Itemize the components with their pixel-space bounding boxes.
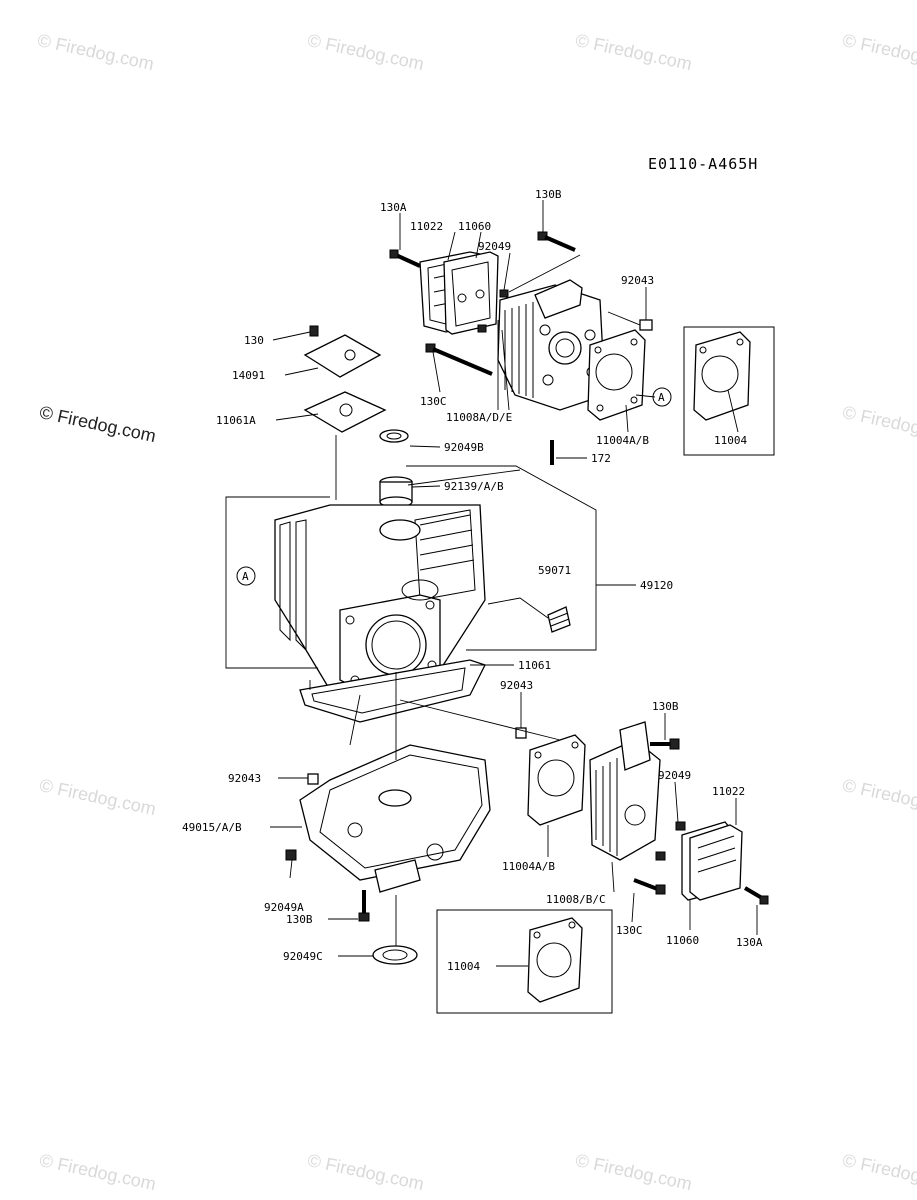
label-11061a: 11061A <box>216 414 256 427</box>
head-gasket-bottom <box>527 734 586 826</box>
label-130c-bottom: 130C <box>616 924 643 937</box>
nut-92049-right <box>675 821 686 831</box>
svg-text:A: A <box>658 391 665 404</box>
nut-92049-top-2 <box>477 324 487 333</box>
breather-cover <box>303 334 382 378</box>
crankcase-group <box>274 476 571 723</box>
bolt-130a-bottom <box>743 886 769 905</box>
label-11008bc: 11008/B/C <box>546 893 606 906</box>
label-92049: 92049 <box>478 240 511 253</box>
oil-seal-92049b <box>379 429 409 443</box>
dowel-92043-top <box>639 319 653 331</box>
sump-group <box>285 744 491 965</box>
label-130c: 130C <box>420 395 447 408</box>
bolt-130b-bottom <box>358 890 370 922</box>
label-11061: 11061 <box>518 659 551 672</box>
label-92139ab: 92139/A/B <box>444 480 504 493</box>
bolt-130c-bottom <box>633 878 666 895</box>
label-92043: 92043 <box>621 274 654 287</box>
label-59071: 59071 <box>538 564 571 577</box>
cylinder-head-top <box>497 279 606 411</box>
label-11022: 11022 <box>410 220 443 233</box>
screw-130 <box>309 325 319 337</box>
diagram-code: E0110-A465H <box>648 155 759 173</box>
nut-92049-top <box>499 289 509 298</box>
label-130: 130 <box>244 334 264 347</box>
marker-a-top: A <box>652 387 672 407</box>
crankcase-gasket <box>299 659 486 723</box>
label-130b-bottom: 130B <box>286 913 313 926</box>
head-gasket-top <box>587 329 646 421</box>
top-head-group <box>389 231 775 465</box>
alt-gasket-box-bottom <box>436 909 613 1014</box>
label-11060-bottom: 11060 <box>666 934 699 947</box>
marker-a-left: A <box>236 566 256 586</box>
alt-gasket-top <box>693 331 751 421</box>
plug-92049a <box>285 849 297 861</box>
cylinder-head-bottom <box>589 721 661 861</box>
label-11060: 11060 <box>458 220 491 233</box>
label-14091: 14091 <box>232 369 265 382</box>
svg-text:A: A <box>242 570 249 583</box>
label-49120: 49120 <box>640 579 673 592</box>
alt-gasket-bottom <box>527 917 583 1003</box>
bolt-130b-right <box>650 738 680 750</box>
label-130b-right: 130B <box>652 700 679 713</box>
label-92043-left: 92043 <box>228 772 261 785</box>
dowel-92043-left <box>307 773 319 785</box>
label-130a-bottom: 130A <box>736 936 763 949</box>
label-92049a: 92049A <box>264 901 304 914</box>
label-172: 172 <box>591 452 611 465</box>
bushing-92139 <box>379 476 413 508</box>
cover-gasket-top <box>443 251 499 335</box>
oil-seal-92049c <box>372 945 418 965</box>
pin-59071 <box>547 606 571 633</box>
label-130b: 130B <box>535 188 562 201</box>
rocker-cover-bottom <box>689 824 743 901</box>
bolt-130b-top <box>537 231 576 252</box>
bolt-130a-top <box>389 249 421 268</box>
nut-92049-right-2 <box>655 851 666 861</box>
label-92043-mid: 92043 <box>500 679 533 692</box>
breather-group <box>303 325 409 443</box>
label-130a: 130A <box>380 201 407 214</box>
label-11022-right: 11022 <box>712 785 745 798</box>
label-11004ab: 11004A/B <box>596 434 649 447</box>
bottom-head-group <box>436 721 769 1014</box>
leader-lines <box>270 200 758 967</box>
part-labels: 130A 130B 11022 11060 92049 92043 130 14… <box>182 188 763 973</box>
assembly-bracket <box>225 435 636 946</box>
bolt-130c-top <box>425 343 493 376</box>
label-92049-right: 92049 <box>658 769 691 782</box>
label-92049c: 92049C <box>283 950 323 963</box>
label-49015ab: 49015/A/B <box>182 821 242 834</box>
label-11004ab-bottom: 11004A/B <box>502 860 555 873</box>
alt-gasket-box-top <box>683 326 775 456</box>
breather-gasket <box>303 391 387 433</box>
label-11004-bottom: 11004 <box>447 960 480 973</box>
oil-pan <box>299 744 491 881</box>
label-92049b: 92049B <box>444 441 484 454</box>
label-11008ade: 11008A/D/E <box>446 411 512 424</box>
label-11004: 11004 <box>714 434 747 447</box>
